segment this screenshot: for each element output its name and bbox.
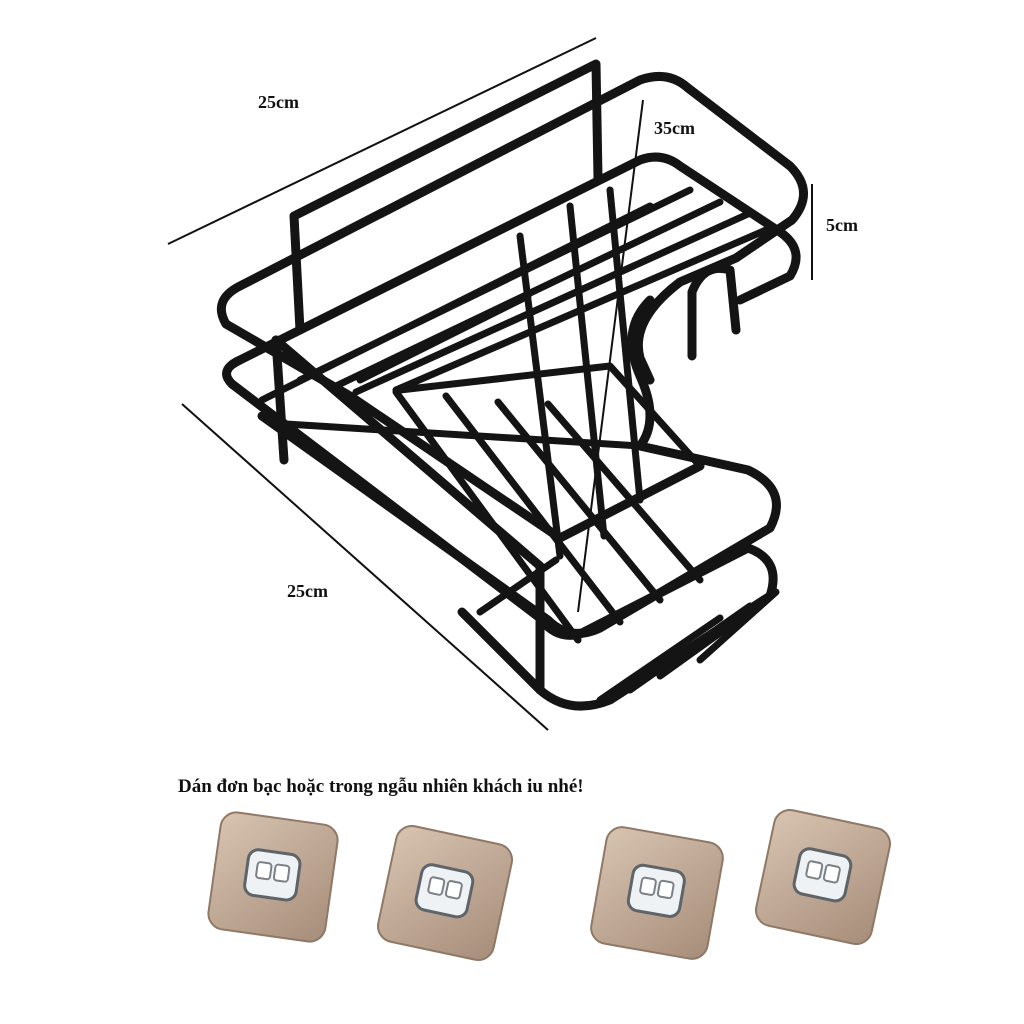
dimension-line-top (167, 37, 597, 245)
front-post-left (271, 335, 289, 465)
shelf-base (222, 152, 801, 389)
adhesive-hook-icon (754, 808, 892, 946)
adhesive-hook-icon (207, 811, 339, 943)
dimension-label-height: 5cm (826, 215, 858, 235)
wire-rack (216, 59, 808, 711)
shelf-slats (258, 186, 770, 644)
hook-loop (687, 263, 741, 361)
top-rim (216, 71, 808, 385)
dimension-label-diagonal: 35cm (654, 118, 695, 138)
front-post-left-top (271, 335, 545, 695)
back-frame (289, 59, 603, 335)
adhesive-hook-icon (376, 824, 514, 962)
bottom-rail (227, 379, 778, 711)
bottom-slats (476, 556, 780, 704)
dimension-label-side-length: 25cm (287, 581, 328, 601)
dimension-line-side (181, 403, 549, 731)
adhesive-hook-caption: Dán đơn bạc hoặc trong ngẫu nhiên khách … (178, 776, 584, 797)
adhesive-hook-icon (590, 826, 724, 960)
dimension-label-top-length: 25cm (258, 92, 299, 112)
